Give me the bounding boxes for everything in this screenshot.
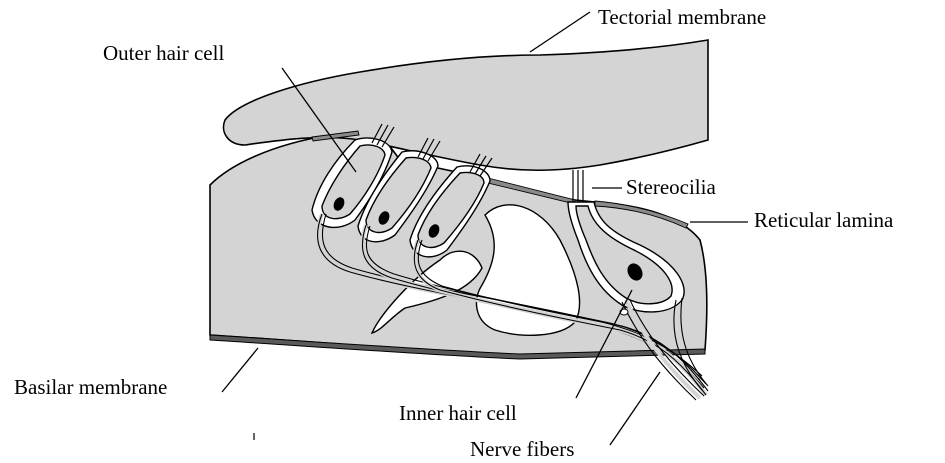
- label-stereocilia: Stereocilia: [626, 175, 716, 199]
- label-inner-hair-cell: Inner hair cell: [399, 401, 517, 425]
- label-basilar-membrane: Basilar membrane: [14, 375, 167, 399]
- basilar-membrane-leader: [222, 348, 258, 392]
- label-nerve-fibers: Nerve fibers: [470, 437, 574, 461]
- label-reticular-lamina: Reticular lamina: [754, 208, 894, 232]
- tectorial-membrane-leader: [530, 12, 590, 52]
- label-tectorial-membrane: Tectorial membrane: [598, 5, 766, 29]
- inner-stereocilia: [573, 170, 583, 202]
- label-outer-hair-cell: Outer hair cell: [103, 41, 224, 65]
- nerve-fibers-leader: [610, 372, 660, 445]
